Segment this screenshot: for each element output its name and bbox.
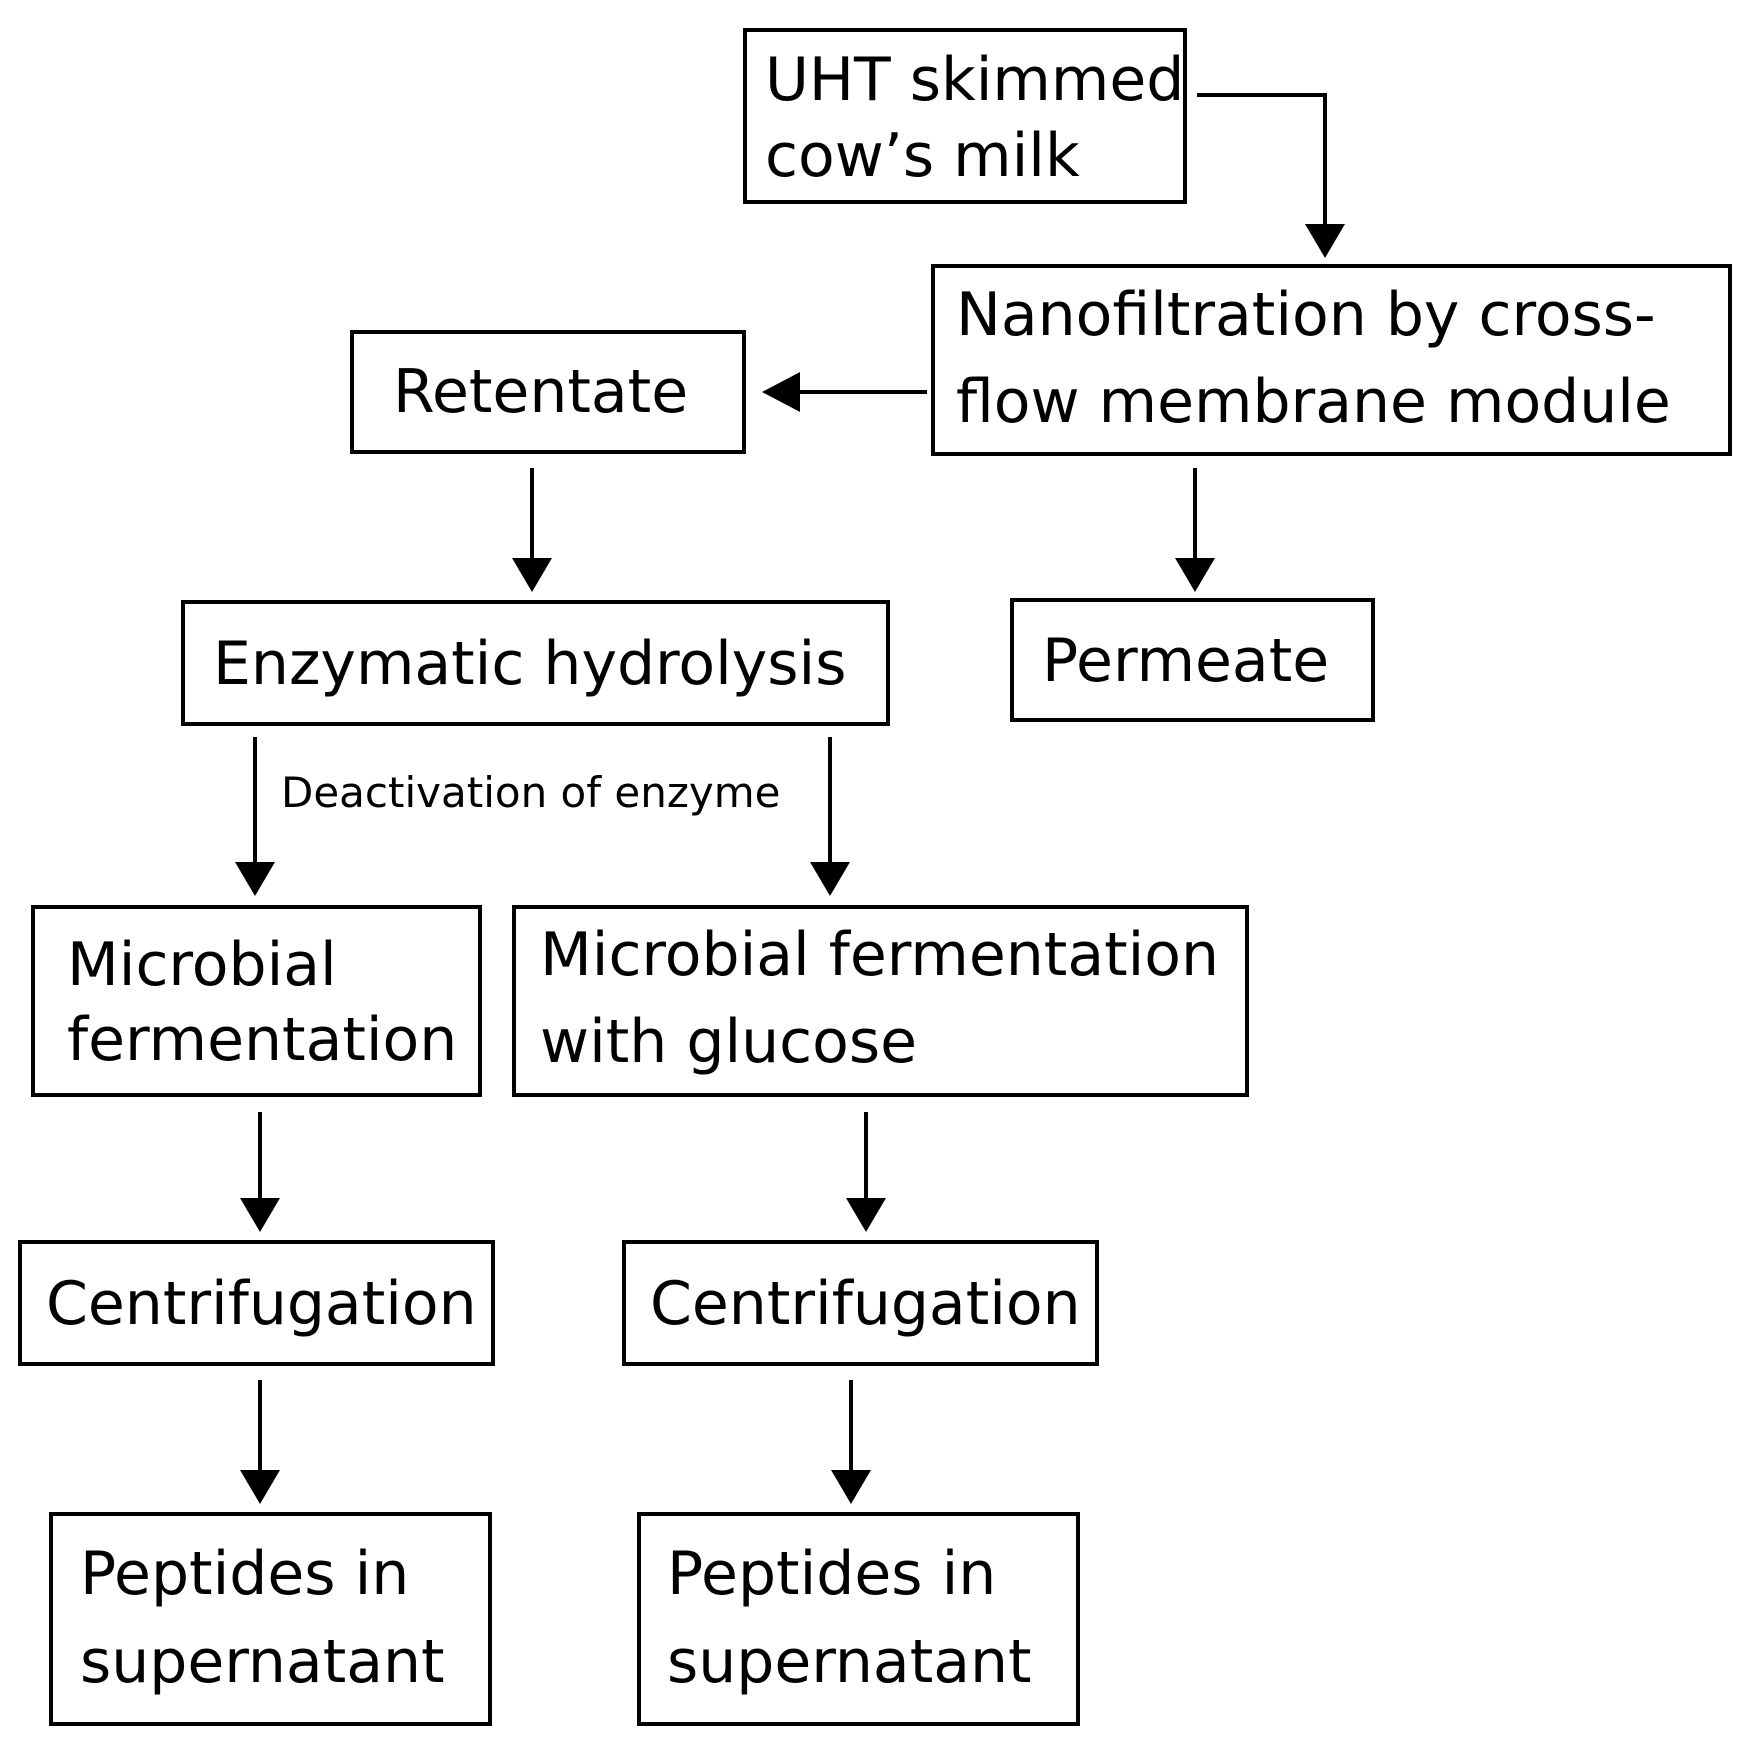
- node-peptides-right: [637, 1512, 1080, 1726]
- node-nanofiltration-line1: Nanofiltration by cross-: [956, 280, 1656, 350]
- node-nanofiltration: [931, 264, 1732, 456]
- arrowhead-hydrolysis-to-fermentation-right: [810, 862, 850, 896]
- node-retentate-label: Retentate: [393, 357, 689, 427]
- node-hydrolysis-label: Enzymatic hydrolysis: [213, 629, 847, 699]
- node-fermentation-left: [31, 905, 482, 1097]
- node-fermentation-right-line2: with glucose: [540, 1007, 918, 1077]
- node-peptides-left-line2: supernatant: [80, 1627, 445, 1697]
- node-milk-line1: UHT skimmed: [765, 45, 1185, 115]
- node-peptides-left: [49, 1512, 492, 1726]
- node-peptides-left-line1: Peptides in: [80, 1539, 410, 1609]
- node-hydrolysis: [181, 600, 890, 726]
- node-centrifugation-right: [622, 1240, 1099, 1366]
- node-fermentation-left-line1: Microbial: [67, 930, 337, 1000]
- node-centrifugation-left-label: Centrifugation: [46, 1269, 477, 1339]
- node-centrifugation-left: [18, 1240, 495, 1366]
- node-peptides-right-line2: supernatant: [667, 1627, 1032, 1697]
- arrow-milk-to-nanofiltration: [1197, 93, 1327, 228]
- node-milk: [743, 28, 1187, 204]
- node-fermentation-right: [512, 905, 1249, 1097]
- arrowhead-hydrolysis-to-fermentation-left: [235, 862, 275, 896]
- node-milk-line2: cow’s milk: [765, 121, 1080, 191]
- arrowhead-fermentation-right-to-centrifugation-right: [846, 1198, 886, 1232]
- node-centrifugation-right-label: Centrifugation: [650, 1269, 1081, 1339]
- node-nanofiltration-line2: flow membrane module: [956, 367, 1671, 437]
- edge-label-deactivation: Deactivation of enzyme: [281, 768, 781, 817]
- node-retentate: [350, 330, 746, 454]
- arrowhead-nanofiltration-to-retentate: [762, 372, 800, 412]
- arrowhead-centrifugation-right-to-peptides-right: [831, 1470, 871, 1504]
- node-permeate: [1010, 598, 1375, 722]
- arrowhead-nanofiltration-to-permeate: [1175, 558, 1215, 592]
- node-peptides-right-line1: Peptides in: [667, 1539, 997, 1609]
- node-permeate-label: Permeate: [1042, 626, 1330, 696]
- node-fermentation-left-line2: fermentation: [67, 1005, 458, 1075]
- arrowhead-retentate-to-hydrolysis: [512, 558, 552, 592]
- arrowhead-milk-to-nanofiltration: [1305, 224, 1345, 258]
- arrowhead-fermentation-left-to-centrifugation-left: [240, 1198, 280, 1232]
- arrowhead-centrifugation-left-to-peptides-left: [240, 1470, 280, 1504]
- node-fermentation-right-line1: Microbial fermentation: [540, 920, 1220, 990]
